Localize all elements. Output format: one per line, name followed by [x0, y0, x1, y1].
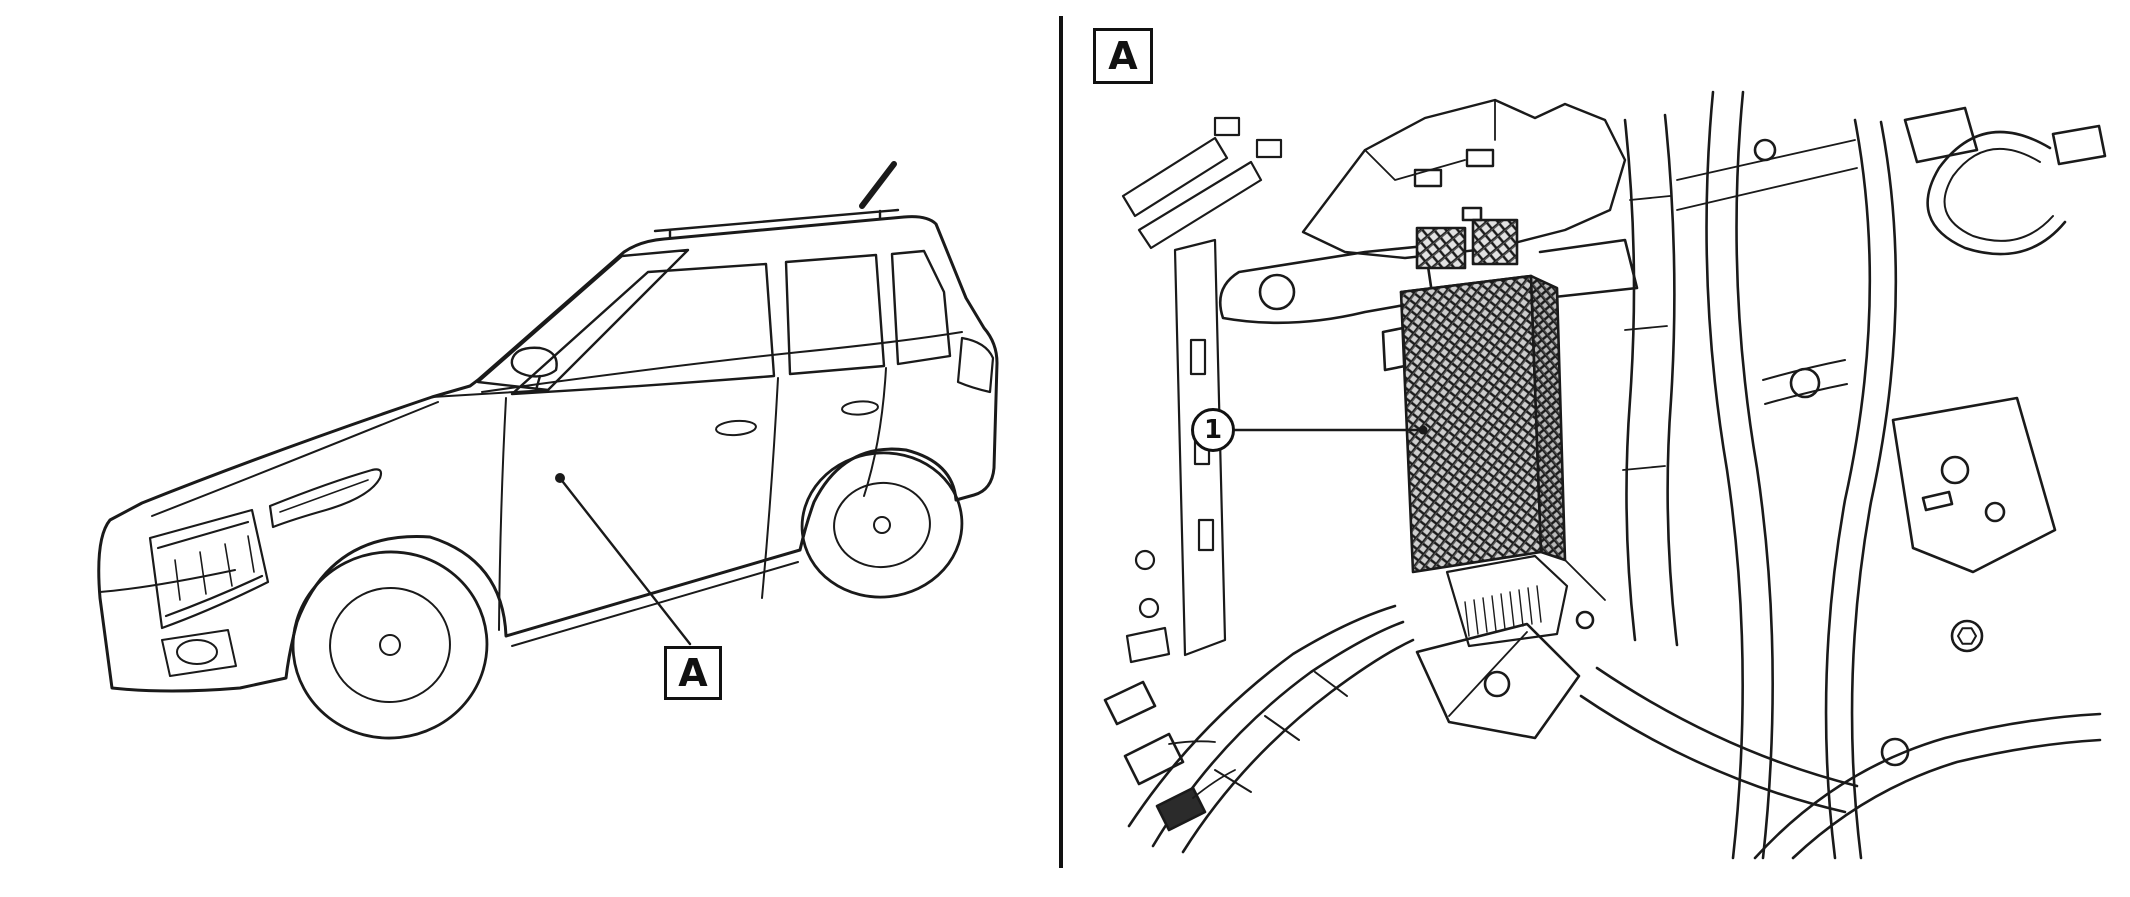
firewall-panel — [1125, 238, 1227, 664]
location-callout-label: A — [678, 651, 708, 695]
vehicle-location-panel: A — [0, 0, 1061, 897]
detail-view-label: A — [1108, 34, 1138, 78]
vehicle-illustration — [97, 161, 999, 740]
detail-illustration — [1103, 90, 2107, 860]
module-front-face — [1399, 274, 1543, 574]
front-wheel — [291, 550, 489, 740]
detail-view-panel: A 1 — [1065, 0, 2130, 897]
location-callout-box: A — [664, 646, 722, 700]
fog-lamp — [161, 629, 237, 677]
wiring-harness-right — [1705, 90, 2107, 860]
wiring-harness-lower-left — [1103, 604, 1415, 854]
detail-view-label-box: A — [1093, 28, 1153, 84]
module-harness-connector — [1445, 554, 1569, 648]
vehicle-windows — [431, 248, 952, 398]
side-bracket-plate — [1891, 396, 2057, 653]
location-marker — [555, 473, 692, 646]
headlamp — [268, 468, 383, 529]
rear-wheel — [800, 451, 964, 599]
side-mirror — [510, 346, 558, 392]
location-leader-line — [561, 480, 692, 646]
lower-bracket-braces — [1415, 622, 2102, 860]
door-seams — [498, 367, 887, 631]
antenna — [859, 161, 897, 209]
control-module — [1381, 206, 1606, 630]
part-leader — [1233, 425, 1428, 435]
part-callout-1-label: 1 — [1203, 415, 1223, 445]
body-pillar — [1622, 106, 1979, 647]
roof-rail — [653, 208, 900, 240]
part-callout-1: 1 — [1191, 408, 1235, 452]
dash-panel-slats — [1121, 116, 1283, 250]
vehicle-body — [97, 215, 999, 693]
tail-lamp — [956, 336, 995, 394]
mounting-bracket — [1218, 238, 1639, 325]
panel-divider — [1059, 16, 1063, 868]
location-dot — [555, 473, 565, 483]
part-leader-dot — [1418, 425, 1428, 435]
front-grille — [148, 508, 270, 630]
